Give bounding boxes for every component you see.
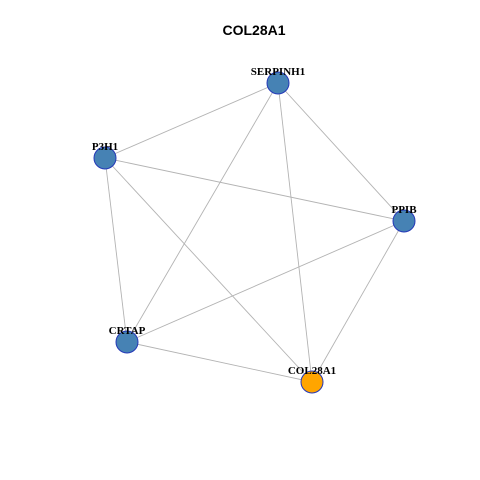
node-label-serpinh1: SERPINH1: [251, 66, 305, 78]
node-crtap[interactable]: [115, 330, 139, 354]
edge-layer: [104, 82, 405, 383]
node-col28a1[interactable]: [300, 370, 324, 394]
edge-serpinh1-p3h1: [104, 82, 279, 159]
edge-p3h1-ppib: [104, 157, 405, 222]
node-p3h1[interactable]: [93, 146, 117, 170]
node-layer: [93, 71, 416, 394]
node-serpinh1[interactable]: [266, 71, 290, 95]
node-ppib[interactable]: [392, 209, 416, 233]
node-label-ppib: PPIB: [391, 204, 417, 216]
edge-p3h1-col28a1: [104, 157, 313, 383]
node-label-col28a1: COL28A1: [288, 365, 336, 377]
edge-serpinh1-col28a1: [277, 82, 313, 383]
edge-p3h1-crtap: [104, 157, 128, 343]
graph-title: COL28A1: [222, 22, 285, 38]
edge-serpinh1-crtap: [126, 82, 279, 343]
node-label-crtap: CRTAP: [109, 325, 146, 337]
edge-crtap-col28a1: [126, 341, 313, 383]
edge-ppib-crtap: [126, 220, 405, 343]
edge-ppib-col28a1: [311, 220, 405, 383]
node-label-p3h1: P3H1: [92, 141, 118, 153]
edge-serpinh1-ppib: [277, 82, 405, 222]
